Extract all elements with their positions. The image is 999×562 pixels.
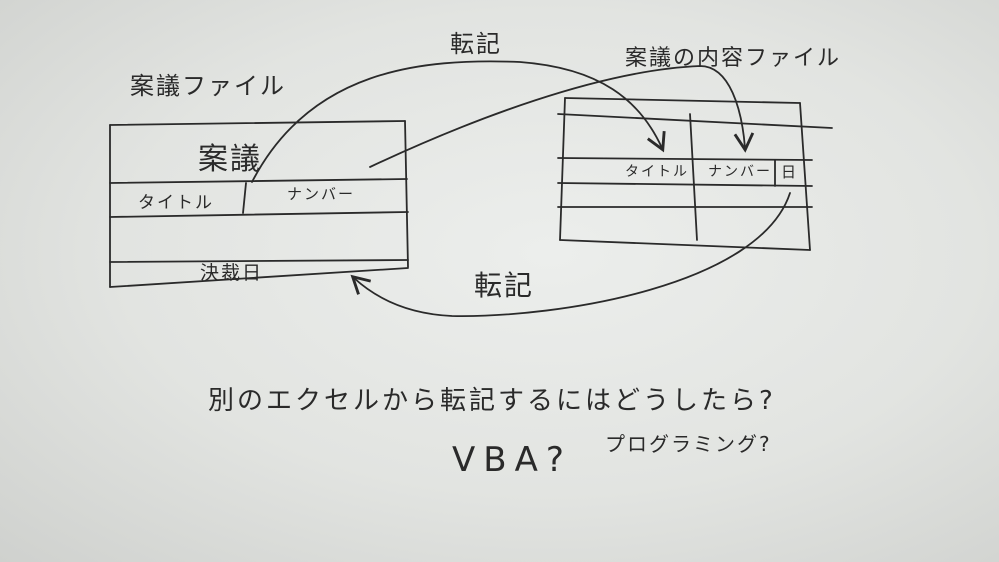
transfer-arrow-title	[251, 60, 666, 183]
bottom-transfer-label: 転記	[474, 269, 535, 302]
left-title-cell: タイトル	[138, 193, 214, 213]
right-title-cell: タイトル	[625, 164, 689, 180]
question-programming: プログラミング?	[605, 432, 772, 456]
question-line: 別のエクセルから転記するにはどうしたら?	[208, 386, 776, 416]
left-decision-date-cell: 決裁日	[200, 262, 264, 284]
right-file-label: 案議の内容ファイル	[625, 46, 842, 71]
transfer-arrow-number	[369, 65, 755, 168]
left-table-outline	[109, 120, 409, 288]
left-number-cell: ナンバー	[287, 185, 356, 203]
right-table-outline	[557, 97, 833, 251]
left-file-label: 案議ファイル	[130, 72, 286, 100]
transfer-arrow-date	[350, 192, 791, 317]
right-number-cell: ナンバー	[708, 164, 772, 180]
right-date-cell: 日	[781, 163, 799, 181]
top-transfer-label: 転記	[450, 30, 502, 58]
question-vba: VBA?	[452, 440, 572, 480]
left-table-header: 案議	[198, 142, 262, 177]
